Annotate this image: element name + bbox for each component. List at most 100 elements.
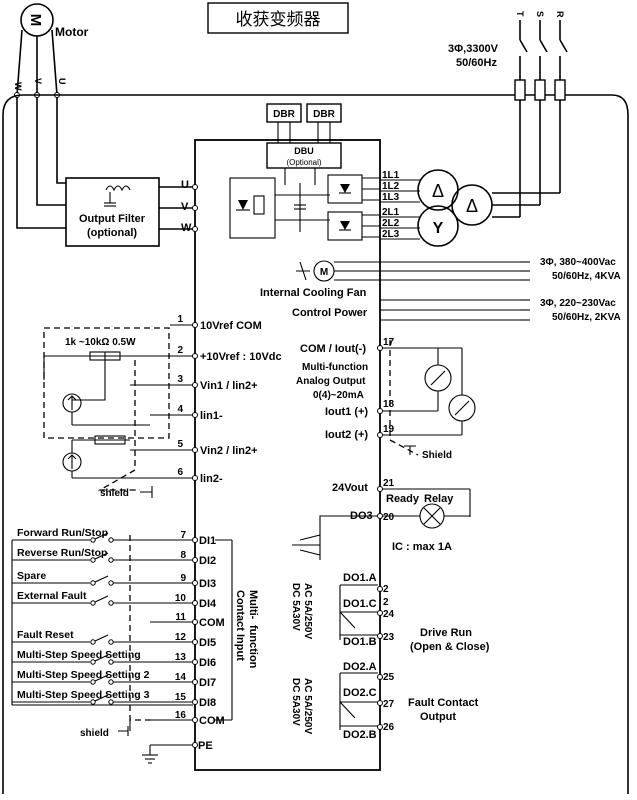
- svg-text:26: 26: [383, 722, 395, 733]
- di-num-13: 13: [175, 652, 187, 663]
- svg-text:17: 17: [383, 337, 395, 348]
- ai-term-4: lin1-: [200, 410, 223, 422]
- svg-text:Y: Y: [433, 220, 444, 237]
- di-label-di1: Forward Run/Stop: [17, 527, 108, 539]
- ai-num-5: 5: [177, 439, 183, 450]
- output-filter-box: [65, 177, 160, 247]
- ai-term-1: 10Vref COM: [200, 320, 262, 332]
- svg-text:Δ: Δ: [466, 196, 478, 216]
- transistor-icon: [292, 515, 378, 560]
- output-filter-label: Output Filter: [79, 213, 146, 225]
- mf-contact-3: Contact Input: [234, 590, 246, 661]
- control-power-label: Control Power: [292, 307, 368, 319]
- fault-contact-1: Fault Contact: [408, 697, 479, 709]
- ai-num-4: 4: [177, 404, 183, 415]
- out-terminal-v: V: [181, 201, 189, 213]
- svg-text:19: 19: [383, 424, 395, 435]
- svg-text:Δ: Δ: [432, 181, 444, 201]
- do1b-label: DO1.B: [343, 636, 377, 648]
- tr-1l1: 1L1: [382, 170, 400, 181]
- analog-out-title-1: Multi-function: [302, 362, 368, 373]
- output-filter-optional: (optional): [87, 227, 137, 239]
- tr-1l3: 1L3: [382, 192, 400, 203]
- do2-rating-2: DC 5A30V: [290, 678, 301, 726]
- analog-out-iout2: Iout2 (+): [325, 429, 368, 441]
- phase-t: T: [515, 11, 525, 17]
- di-num-14: 14: [175, 672, 187, 683]
- relay-label: Relay: [424, 493, 454, 505]
- out-terminal-u: U: [181, 179, 189, 191]
- ai-num-6: 6: [177, 467, 183, 478]
- do2-rating-1: AC 5A/250V: [302, 678, 313, 734]
- dbr-1: DBR: [273, 109, 295, 120]
- motor-symbol: M: [27, 14, 44, 27]
- analog-out-com: COM / Iout(-): [300, 343, 366, 355]
- svg-text:24: 24: [383, 609, 395, 620]
- di-term-11: COM: [199, 617, 225, 629]
- do1c-label: DO1.C: [343, 598, 377, 610]
- shield-label-3: shield: [80, 728, 109, 739]
- fan-blade-icon: [296, 261, 310, 281]
- di-term-16: COM: [199, 715, 225, 727]
- analog-out-title-2: Analog Output: [296, 376, 366, 387]
- svg-text:25: 25: [383, 672, 395, 683]
- di-term-9: DI3: [199, 578, 216, 590]
- di-term-7: DI1: [199, 535, 216, 547]
- di-label-di2: Reverse Run/Stop: [17, 547, 107, 559]
- analog-out-iout1: Iout1 (+): [325, 406, 368, 418]
- tr-2l3: 2L3: [382, 229, 400, 240]
- phase-s: S: [535, 11, 545, 17]
- ai-term-5: Vin2 / lin2+: [200, 445, 258, 457]
- svg-text:27: 27: [383, 699, 395, 710]
- di-num-12: 12: [175, 632, 187, 643]
- di-term-12: DI5: [199, 637, 216, 649]
- di-num-7: 7: [180, 530, 186, 541]
- ready-label: Ready: [386, 493, 420, 505]
- analog-out-title-3: 0(4)~20mA: [313, 390, 364, 401]
- supply-frequency: 50/60Hz: [456, 57, 497, 69]
- do1-rating-1: AC 5A/250V: [302, 583, 313, 639]
- enclosure: [2, 94, 629, 794]
- svg-text:20: 20: [383, 512, 395, 523]
- phase-r: R: [555, 11, 565, 18]
- control-supply-voltage: 3Φ, 220~230Vac: [540, 298, 616, 309]
- supply-voltage: 3Φ,3300V: [448, 43, 499, 55]
- di-num-16: 16: [175, 710, 187, 721]
- title: 收获变频器: [236, 10, 321, 29]
- dbu-optional: (Optional): [286, 158, 321, 167]
- out-terminal-w: W: [181, 222, 192, 234]
- do2a-label: DO2.A: [343, 661, 377, 673]
- di-label-di3: Spare: [17, 570, 46, 582]
- di-label-di8: Multi-Step Speed Setting 3: [17, 689, 150, 701]
- svg-text:M: M: [320, 267, 328, 278]
- fan-label: Internal Cooling Fan: [260, 287, 367, 299]
- di-num-11: 11: [175, 612, 186, 623]
- di-term-15: DI8: [199, 697, 216, 709]
- transformer-secondary: [417, 205, 459, 247]
- mf-contact-1: Multi-: [247, 590, 259, 620]
- svg-text:18: 18: [383, 399, 395, 410]
- di-label-di7: Multi-Step Speed Setting 2: [17, 669, 150, 681]
- ai-term-6: lin2-: [200, 473, 223, 485]
- dbr-2: DBR: [313, 109, 335, 120]
- tr-1l2: 1L2: [382, 181, 400, 192]
- do2c-label: DO2.C: [343, 687, 377, 699]
- di-term-8: DI2: [199, 555, 216, 567]
- igbt-block: [229, 177, 276, 239]
- drive-run-1: Drive Run: [420, 627, 472, 639]
- title-box: [207, 2, 349, 34]
- drive-run-2: (Open & Close): [410, 641, 490, 653]
- control-supply-rating: 50/60Hz, 2KVA: [552, 312, 621, 323]
- ai-term-2: +10Vref : 10Vdc: [200, 351, 282, 363]
- do1a-label: DO1.A: [343, 572, 377, 584]
- do1-rating-2: DC 5A30V: [290, 583, 301, 631]
- motor-label: Motor: [55, 25, 89, 39]
- mf-contact-2: function: [247, 625, 259, 669]
- tr-2l2: 2L2: [382, 218, 400, 229]
- di-label-di5: Fault Reset: [17, 629, 74, 641]
- ai-num-3: 3: [177, 374, 183, 385]
- v24-label: 24Vout: [332, 482, 368, 494]
- pot-label: 1k ~10kΩ 0.5W: [65, 337, 136, 348]
- di-num-8: 8: [180, 550, 186, 561]
- fan-supply-voltage: 3Φ, 380~400Vac: [540, 257, 616, 268]
